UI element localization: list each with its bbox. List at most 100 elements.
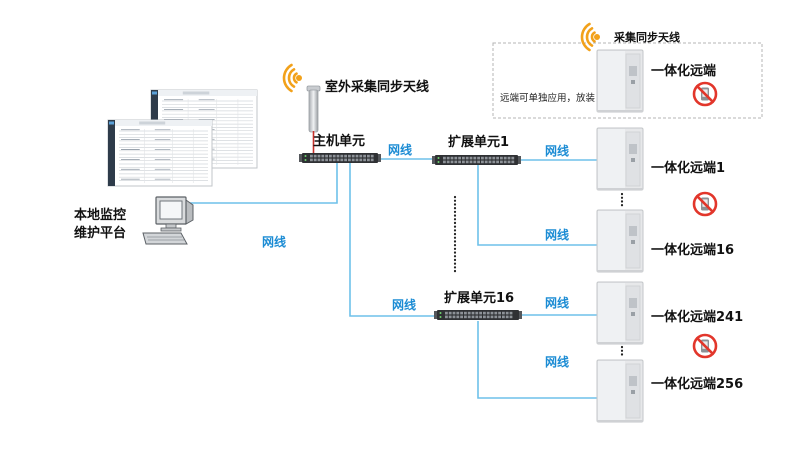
switch-port <box>359 158 363 162</box>
keyboard-keys <box>147 236 184 241</box>
switch-port <box>317 154 321 158</box>
cabinet-side-face <box>598 361 625 421</box>
cabinet-display <box>629 376 637 386</box>
switch-port <box>325 154 328 158</box>
switch-port <box>363 158 366 162</box>
switch-port <box>469 156 473 160</box>
switch-port <box>359 154 363 158</box>
switch-port <box>490 315 494 319</box>
cabinet-display <box>629 298 637 308</box>
outdoor-antenna-mast <box>306 85 321 153</box>
switch-port <box>332 158 336 162</box>
cabinet-side-face <box>598 51 625 111</box>
cabinet-display <box>629 66 637 76</box>
switch-port <box>492 156 496 160</box>
remote-16-label: 一体化远端16 <box>651 242 734 258</box>
switch-led <box>437 157 440 159</box>
switch-port <box>479 311 482 315</box>
switch-port <box>473 156 477 160</box>
cabinet-indicator <box>631 312 635 316</box>
switch-port <box>462 156 465 160</box>
switch-port <box>500 156 503 160</box>
switch-ear <box>518 156 521 164</box>
switch-port <box>370 158 374 162</box>
switch-port <box>467 311 471 315</box>
cabinet-shadow <box>597 188 643 190</box>
switch-port <box>310 154 313 158</box>
ext16-label: 扩展单元16 <box>444 290 514 306</box>
cable-label: 网线 <box>388 142 412 157</box>
screen-header-tab <box>182 91 210 95</box>
switch-port <box>467 315 471 319</box>
switch-port <box>486 315 490 319</box>
monitor-base <box>160 227 182 232</box>
switch-port <box>486 311 490 315</box>
switch-port <box>503 160 507 164</box>
switch-port <box>469 160 473 164</box>
switch-port <box>310 158 313 162</box>
remote-antenna-signal-icon <box>580 22 600 52</box>
switch-port <box>464 311 467 315</box>
remote-antenna-label: 采集同步天线 <box>613 30 680 44</box>
switch-port <box>471 315 475 319</box>
switch-port <box>465 156 469 160</box>
switch-port <box>456 315 460 319</box>
main-unit-switch <box>299 153 381 163</box>
cable-label: 网线 <box>392 297 416 312</box>
switch-ear <box>434 311 437 319</box>
no-phone-signal-icon <box>692 333 718 359</box>
switch-port <box>336 158 340 162</box>
main-unit-label: 主机单元 <box>313 133 365 149</box>
switch-port <box>351 154 355 158</box>
cabinet-shadow <box>597 110 643 112</box>
switch-port <box>332 154 336 158</box>
remote-241-label: 一体化远端241 <box>651 309 743 325</box>
switch-port <box>446 156 450 160</box>
switch-port <box>454 156 458 160</box>
switch-port <box>496 160 499 164</box>
outdoor-antenna-signal-icon <box>282 63 302 93</box>
switch-port <box>488 156 492 160</box>
switch-port <box>484 156 488 160</box>
switch-port <box>481 160 484 164</box>
cable-label: 网线 <box>545 227 569 242</box>
switch-ear <box>432 156 435 164</box>
switch-port <box>458 156 461 160</box>
switch-port <box>351 158 355 162</box>
cabinet-indicator <box>631 158 635 162</box>
outdoor-antenna-label: 室外采集同步天线 <box>325 79 429 95</box>
switch-port <box>448 315 452 319</box>
screen-logo <box>152 91 157 95</box>
switch-port <box>450 160 454 164</box>
cable-label: 网线 <box>545 295 569 310</box>
cable-main-to-ext16 <box>349 163 437 317</box>
switch-body <box>435 155 518 165</box>
switch-port <box>344 154 347 158</box>
switch-port <box>443 156 446 160</box>
switch-port <box>502 315 505 319</box>
standalone-note: 远端可单独应用，放装 <box>500 92 596 104</box>
switch-port <box>443 160 446 164</box>
switch-port <box>329 158 332 162</box>
switch-port <box>452 311 456 315</box>
switch-port <box>481 156 484 160</box>
switch-port <box>348 158 351 162</box>
cabinet-shadow <box>597 420 643 422</box>
cabinet-side-face <box>598 283 625 343</box>
cable-label: 网线 <box>545 354 569 369</box>
switch-port <box>507 160 511 164</box>
switch-port <box>321 158 325 162</box>
cable-ext16-to-remote256 <box>477 321 597 399</box>
cabinet-side-face <box>598 129 625 189</box>
switch-port <box>370 154 374 158</box>
switch-port <box>321 154 325 158</box>
switch-port <box>496 156 499 160</box>
switch-led <box>439 316 442 318</box>
no-phone-signal-icon <box>692 191 718 217</box>
switch-body <box>302 153 378 163</box>
no-phone-signal-icon <box>692 81 718 107</box>
switch-port <box>483 315 486 319</box>
switch-port <box>446 160 450 164</box>
switch-port <box>313 158 317 162</box>
